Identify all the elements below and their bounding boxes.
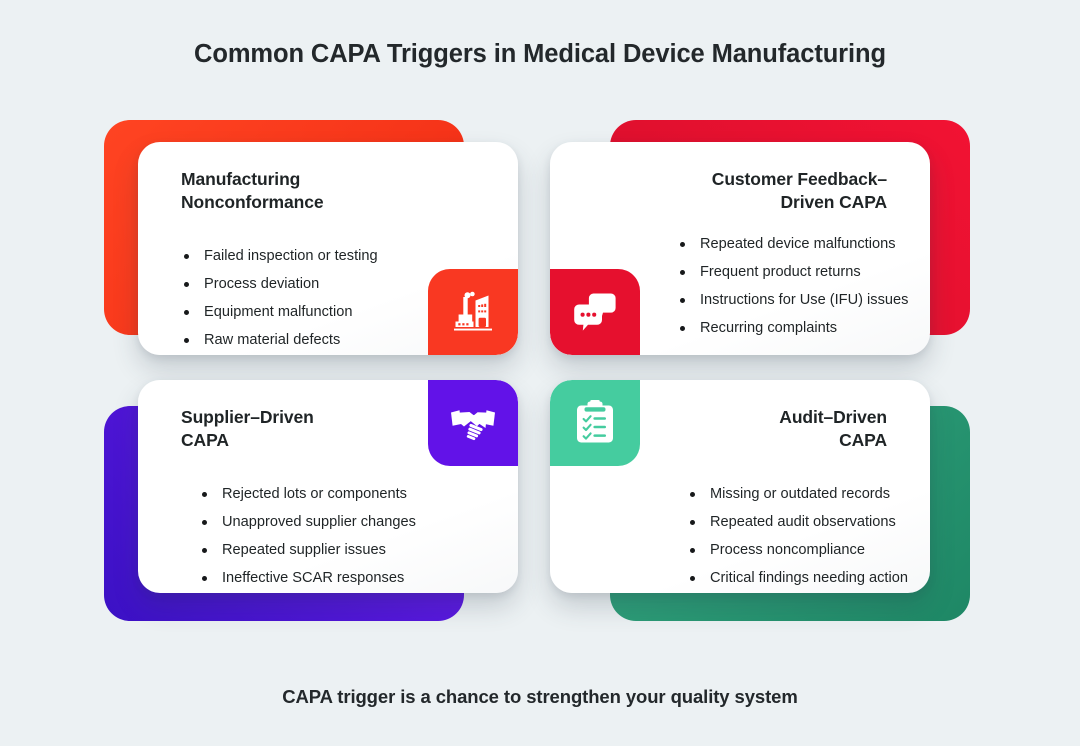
factory-icon-detail — [450, 289, 496, 335]
handshake-icon — [449, 399, 497, 447]
list-item: Missing or outdated records — [688, 480, 908, 508]
list-item: Process noncompliance — [688, 536, 908, 564]
card-sheet: Supplier–Driven CAPA Rejected lots or co… — [138, 380, 518, 593]
card-sheet: Manufacturing Nonconformance Failed insp… — [138, 142, 518, 355]
list-item: Failed inspection or testing — [182, 242, 378, 270]
list-item: Ineffective SCAR responses — [200, 564, 416, 592]
card-audit-driven-capa: Audit–Driven CAPA Missing or outdated re… — [550, 380, 974, 623]
card-bullet-list: Repeated device malfunctions Frequent pr… — [678, 230, 908, 342]
card-sheet: Audit–Driven CAPA Missing or outdated re… — [550, 380, 930, 593]
card-bullet-list: Missing or outdated records Repeated aud… — [688, 480, 908, 592]
card-bullet-list: Failed inspection or testing Process dev… — [182, 242, 378, 354]
list-item: Recurring complaints — [678, 314, 908, 342]
card-title: Customer Feedback– Driven CAPA — [711, 169, 887, 212]
page-title: Common CAPA Triggers in Medical Device M… — [194, 40, 886, 68]
card-title: Manufacturing Nonconformance — [181, 169, 324, 212]
card-icon-tile — [428, 269, 518, 355]
list-item: Critical findings needing action — [688, 564, 908, 592]
list-item: Repeated audit observations — [688, 508, 908, 536]
list-item: Raw material defects — [182, 326, 378, 354]
capa-trigger-card-grid: Manufacturing Nonconformance Failed insp… — [96, 118, 984, 628]
card-supplier-driven-capa: Supplier–Driven CAPA Rejected lots or co… — [96, 380, 520, 623]
list-item: Frequent product returns — [678, 258, 908, 286]
list-item: Process deviation — [182, 270, 378, 298]
card-customer-feedback-driven-capa: Customer Feedback– Driven CAPA Repeated … — [550, 118, 974, 361]
card-icon-tile — [428, 380, 518, 466]
card-title: Supplier–Driven CAPA — [181, 407, 314, 450]
list-item: Repeated supplier issues — [200, 536, 416, 564]
footer-note: CAPA trigger is a chance to strengthen y… — [282, 686, 798, 707]
chat-bubbles-icon — [572, 289, 618, 335]
card-sheet: Customer Feedback– Driven CAPA Repeated … — [550, 142, 930, 355]
list-item: Rejected lots or components — [200, 480, 416, 508]
list-item: Instructions for Use (IFU) issues — [678, 286, 908, 314]
list-item: Equipment malfunction — [182, 298, 378, 326]
card-icon-tile — [550, 269, 640, 355]
card-bullet-list: Rejected lots or components Unapproved s… — [200, 480, 416, 592]
card-title: Audit–Driven CAPA — [779, 407, 887, 450]
card-manufacturing-nonconformance: Manufacturing Nonconformance Failed insp… — [96, 118, 520, 361]
card-icon-tile — [550, 380, 640, 466]
clipboard-checklist-icon — [573, 400, 617, 446]
list-item: Repeated device malfunctions — [678, 230, 908, 258]
list-item: Unapproved supplier changes — [200, 508, 416, 536]
